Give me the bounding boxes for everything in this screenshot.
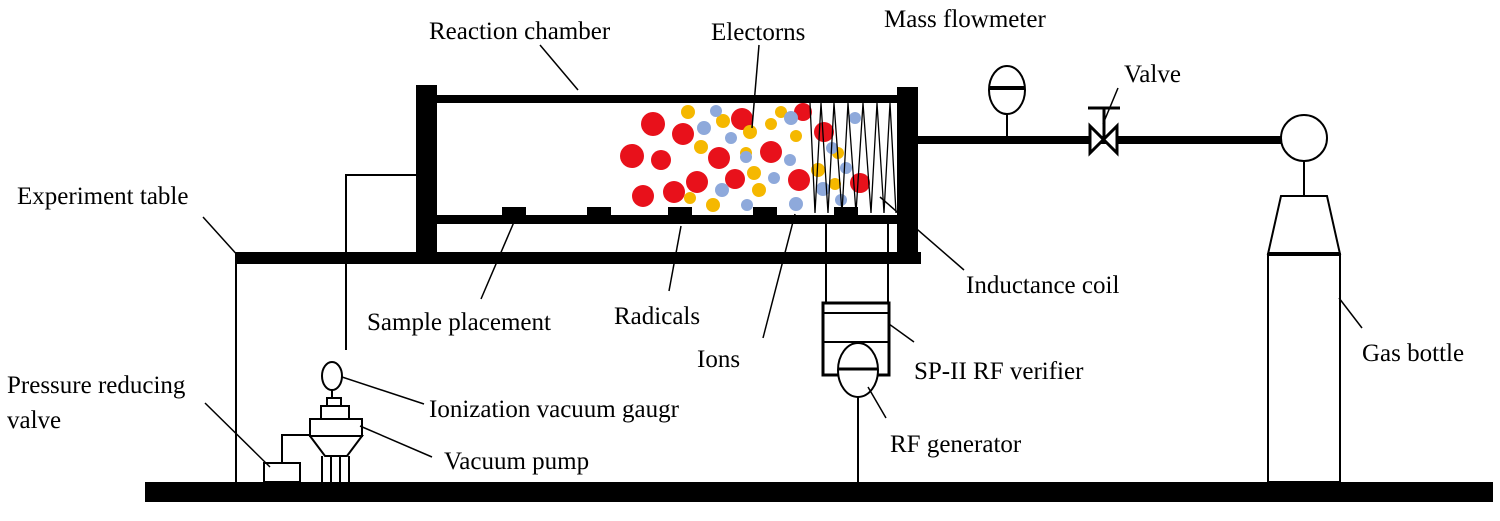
sample-placement-1 <box>502 207 526 217</box>
experiment-table <box>235 252 921 483</box>
valve-symbol <box>1088 106 1120 157</box>
vacuum-pump <box>308 397 364 482</box>
sample-placement-4 <box>753 207 777 217</box>
sample-placement-3 <box>668 207 692 217</box>
vacuum-system <box>263 174 416 483</box>
label-rf-generator: RF generator <box>890 431 1022 458</box>
label-experiment-table: Experiment table <box>17 183 188 210</box>
label-mass-flowmeter: Mass flowmeter <box>884 6 1046 33</box>
sample-placement-2 <box>587 207 611 217</box>
gas-bottle <box>1266 114 1342 483</box>
label-vacuum-pump: Vacuum pump <box>444 448 589 475</box>
label-pressure-reducing-valve-line2: valve <box>7 407 61 434</box>
label-ions: Ions <box>697 346 740 373</box>
label-inductance-coil: Inductance coil <box>966 272 1119 299</box>
particles <box>620 103 870 212</box>
leader-lines <box>202 44 1363 468</box>
reaction-chamber <box>416 85 918 257</box>
label-electrons: Electorns <box>711 19 805 46</box>
ionization-vacuum-gauge <box>321 361 343 391</box>
inductance-coil <box>809 102 897 214</box>
label-pressure-reducing-valve-line1: Pressure reducing <box>7 372 186 399</box>
label-valve: Valve <box>1124 61 1181 88</box>
label-sample-placement: Sample placement <box>367 309 551 336</box>
rf-system <box>821 224 891 482</box>
label-radicals: Radicals <box>614 303 700 330</box>
electrons <box>681 105 844 212</box>
ground-bar <box>145 482 1493 502</box>
label-ionization-vacuum-gauge: Ionization vacuum gaugr <box>429 396 680 423</box>
radicals <box>620 103 870 207</box>
rf-generator <box>837 342 879 482</box>
label-reaction-chamber: Reaction chamber <box>429 18 611 45</box>
mass-flowmeter <box>988 65 1026 138</box>
label-sp-rf-verifier: SP-II RF verifier <box>914 358 1084 385</box>
label-gas-bottle: Gas bottle <box>1362 340 1464 367</box>
sample-placement-5 <box>834 207 858 217</box>
